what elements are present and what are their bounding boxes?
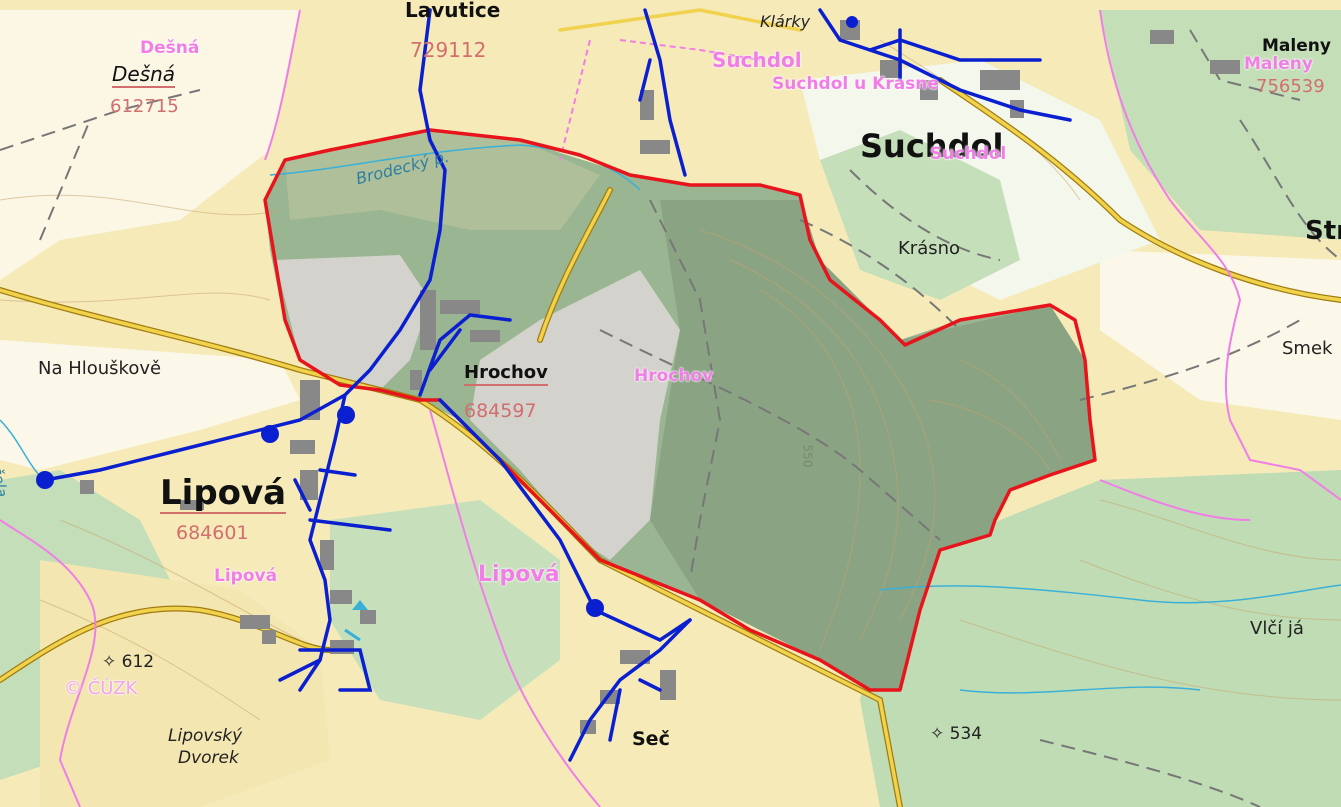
code-maleny: 756539 xyxy=(1256,76,1325,97)
forest-area xyxy=(1100,10,1341,240)
water-network xyxy=(43,8,1072,762)
water-tank-icon xyxy=(352,600,368,610)
boundary-outline xyxy=(263,128,1097,692)
place-klarky: Klárky xyxy=(760,12,811,31)
place-str: Str xyxy=(1305,216,1341,246)
place-lipovsky-dvorek-1: Lipovský xyxy=(168,726,243,746)
field-area xyxy=(1100,250,1341,420)
place-smek: Smek xyxy=(1282,338,1333,359)
place-sec: Seč xyxy=(632,728,670,750)
place-maleny: Maleny xyxy=(1262,36,1331,56)
place-lipovsky-dvorek-2: Dvorek xyxy=(178,748,239,768)
cad-name-suchdol-2: Suchdol u Krasne xyxy=(772,74,939,94)
place-lavutice: Lavutice xyxy=(405,0,501,22)
cad-name-desna: Dešná xyxy=(140,38,200,58)
code-lipova: 684601 xyxy=(176,522,249,544)
place-krasno: Krásno xyxy=(898,238,961,259)
code-lavutice: 729112 xyxy=(410,38,487,62)
place-vlci: Vlčí já xyxy=(1250,618,1304,639)
spot-height-534-value: 534 xyxy=(949,724,983,744)
copyright-text: © ČÚZK xyxy=(64,678,138,699)
forest-area xyxy=(330,500,560,720)
place-lipova: Lipová xyxy=(160,473,287,514)
place-hrochov: Hrochov xyxy=(464,364,548,386)
forest-inside-boundary-dark xyxy=(650,200,1095,690)
forest-paths xyxy=(0,29,1341,807)
cad-name-lipova-1: Lipová xyxy=(214,566,278,586)
contour-label-550: 550 xyxy=(800,444,815,468)
forest-area xyxy=(860,470,1341,807)
place-desna: Dešná xyxy=(112,62,176,88)
place-suchdol: Suchdol xyxy=(860,127,1004,165)
cad-name-suchdol-1: Suchdol xyxy=(712,48,802,72)
spot-height-612: ✧ 612 xyxy=(102,652,155,672)
place-na-hlouskove: Na Hlouškově xyxy=(38,358,162,379)
spot-height-534: ✧ 534 xyxy=(930,724,983,744)
cad-name-hrochov: Hrochov xyxy=(634,366,714,386)
cadastral-borders xyxy=(0,9,1341,807)
water-nodes xyxy=(36,16,858,617)
field-area xyxy=(0,10,300,280)
spot-height-612-value: 612 xyxy=(121,652,155,672)
cad-name-lipova-2: Lipová xyxy=(478,562,560,587)
water-branch xyxy=(344,628,361,642)
cad-name-suchdol-3: Suchdol xyxy=(930,144,1007,164)
code-hrochov: 684597 xyxy=(464,400,537,422)
buildings xyxy=(80,20,1240,734)
code-desna: 612715 xyxy=(110,96,179,117)
cad-name-maleny: Maleny xyxy=(1244,54,1313,74)
field-area xyxy=(0,340,300,470)
grey-area xyxy=(275,255,430,390)
